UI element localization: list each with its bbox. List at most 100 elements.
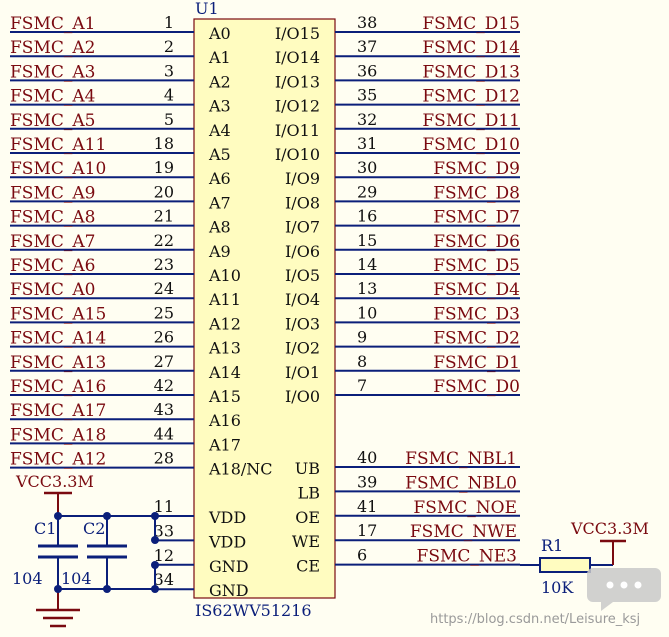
vcc-label-right: VCC3.3M [570, 519, 649, 538]
right-pin-number: 30 [357, 158, 377, 177]
junction [151, 536, 159, 544]
right-pin-number: 32 [357, 110, 377, 129]
right-pin-number: 16 [357, 207, 377, 226]
power-pin-function: GND [209, 581, 249, 600]
left-net-label: FSMC_A3 [10, 62, 95, 82]
left-pin-function: A13 [208, 339, 241, 358]
left-pin-number: 28 [154, 449, 174, 468]
control-net-label: FSMC_NWE [410, 522, 517, 542]
left-net-label: FSMC_A12 [10, 450, 106, 470]
control-net-label: FSMC_NE3 [417, 547, 517, 567]
right-net-label: FSMC_D10 [422, 135, 520, 155]
c2-value: 104 [61, 569, 92, 588]
left-pin-number: 4 [164, 86, 174, 105]
right-net-label: FSMC_D3 [433, 304, 520, 324]
c1-value: 104 [12, 569, 43, 588]
right-net-label: FSMC_D0 [433, 377, 520, 397]
left-net-label: FSMC_A5 [10, 111, 95, 131]
left-net-label: FSMC_A7 [10, 232, 95, 252]
junction [151, 585, 159, 593]
left-pin-number: 21 [154, 207, 174, 226]
right-net-label: FSMC_D6 [433, 232, 520, 252]
right-net-label: FSMC_D13 [422, 62, 520, 82]
left-pin-number: 22 [154, 231, 174, 250]
left-pin-function: A17 [208, 435, 241, 454]
right-pin-function: I/O14 [275, 48, 320, 67]
right-pin-function: I/O0 [285, 387, 320, 406]
right-pin-function: I/O5 [285, 266, 320, 285]
left-net-label: FSMC_A6 [10, 256, 95, 276]
control-pin-function: CE [296, 557, 320, 576]
left-pin-function: A11 [208, 290, 241, 309]
left-net-label: FSMC_A8 [10, 208, 95, 228]
right-net-label: FSMC_D2 [433, 329, 520, 349]
left-net-label: FSMC_A2 [10, 38, 95, 58]
power-pin-function: VDD [208, 532, 246, 551]
junction [54, 512, 62, 520]
right-net-label: FSMC_D14 [422, 38, 520, 58]
left-net-label: FSMC_A14 [10, 329, 106, 349]
left-pin-function: A7 [208, 193, 231, 212]
control-pin-number: 39 [357, 472, 377, 491]
right-pin-number: 36 [357, 61, 377, 80]
left-net-label: FSMC_A1 [10, 14, 95, 34]
right-pin-number: 15 [357, 231, 377, 250]
c1-designator: C1 [34, 519, 56, 538]
decoupling-network [36, 491, 156, 628]
right-pin-function: I/O4 [285, 290, 320, 309]
control-pin-number: 6 [357, 546, 367, 565]
chat-bubble-icon[interactable] [587, 568, 661, 611]
right-pin-number: 38 [357, 13, 377, 32]
right-net-label: FSMC_D7 [433, 208, 520, 228]
junction [151, 512, 159, 520]
control-pin-number: 41 [357, 497, 377, 516]
power-pin-function: VDD [208, 508, 246, 527]
right-pin-function: I/O1 [285, 363, 320, 382]
left-net-label: FSMC_A11 [10, 135, 106, 155]
left-pin-function: A14 [208, 363, 241, 382]
right-net-label: FSMC_D4 [433, 280, 520, 300]
right-pin-number: 10 [357, 303, 377, 322]
left-pin-number: 2 [164, 37, 174, 56]
left-pin-number: 43 [154, 400, 174, 419]
left-pin-number: 20 [154, 182, 174, 201]
ic-body [193, 18, 336, 599]
left-pin-function: A18/NC [208, 460, 273, 479]
r1-designator: R1 [541, 536, 563, 555]
left-pin-number: 5 [164, 110, 174, 129]
right-net-label: FSMC_D15 [422, 14, 520, 34]
left-net-label: FSMC_A16 [10, 377, 106, 397]
left-pin-number: 44 [154, 424, 174, 443]
power-pin-number: 33 [154, 521, 174, 540]
left-pin-function: A8 [208, 218, 231, 237]
right-pin-function: I/O10 [275, 145, 320, 164]
control-pin-function: WE [292, 532, 320, 551]
right-net-label: FSMC_D9 [433, 159, 520, 179]
left-pin-function: A6 [208, 169, 231, 188]
right-pin-function: I/O3 [285, 314, 320, 333]
left-pin-number: 18 [154, 134, 174, 153]
left-pin-function: A9 [208, 242, 231, 261]
control-net-label: FSMC_NBL0 [405, 473, 517, 493]
r1-value: 10K [541, 578, 574, 597]
junction [103, 512, 111, 520]
left-pin-number: 25 [154, 303, 174, 322]
left-pin-function: A2 [208, 72, 231, 91]
left-pin-number: 23 [154, 255, 174, 274]
right-pin-number: 37 [357, 37, 377, 56]
right-net-label: FSMC_D11 [422, 111, 520, 131]
control-pin-number: 40 [357, 448, 377, 467]
left-net-label: FSMC_A10 [10, 159, 106, 179]
left-pin-function: A15 [208, 387, 241, 406]
left-pin-function: A3 [208, 97, 231, 116]
right-net-label: FSMC_D8 [433, 183, 520, 203]
control-pin-function: LB [298, 483, 320, 502]
left-pin-function: A5 [208, 145, 231, 164]
left-net-label: FSMC_A13 [10, 353, 106, 373]
pullup-network [520, 539, 626, 573]
right-pin-function: I/O6 [285, 242, 320, 261]
right-pin-function: I/O11 [275, 121, 320, 140]
junction [103, 585, 111, 593]
left-pin-number: 42 [154, 376, 174, 395]
